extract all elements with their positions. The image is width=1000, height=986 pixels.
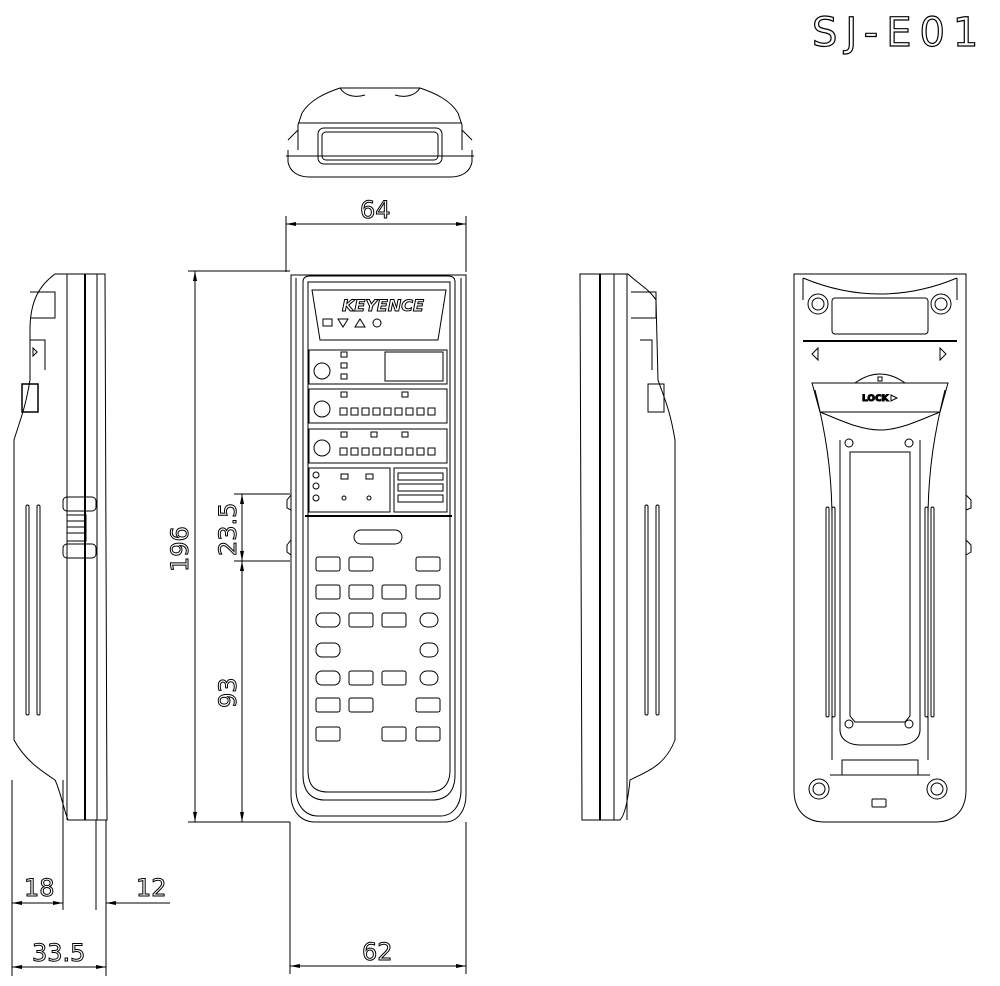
- svg-text:62: 62: [362, 938, 393, 966]
- model-title: SJ-E01: [812, 10, 986, 56]
- panel-4: [308, 467, 391, 513]
- svg-text:12: 12: [136, 874, 167, 902]
- key-oval: [353, 529, 403, 545]
- dimension-width-top: 64: [285, 196, 467, 272]
- left-side-view: [13, 273, 108, 821]
- panel-2: [308, 388, 448, 424]
- svg-text:23.5: 23.5: [214, 503, 242, 556]
- indicator-triangle-up-icon: [354, 318, 366, 328]
- panel-3: [308, 428, 448, 464]
- arrow-right-icon: [32, 346, 38, 358]
- svg-text:93: 93: [214, 677, 242, 708]
- dimension-depth: 18 12 33.5: [11, 780, 170, 976]
- keypad: [315, 556, 441, 742]
- lock-label: LOCK: [862, 394, 890, 404]
- svg-text:18: 18: [24, 874, 55, 902]
- svg-text:196: 196: [166, 526, 194, 572]
- top-view: [286, 87, 474, 178]
- dimension-height: 196 23.5 93: [166, 270, 290, 823]
- rear-view: LOCK: [793, 273, 972, 823]
- front-view: KEYENCE: [286, 274, 467, 823]
- panel-1: [308, 349, 448, 385]
- right-side-view: [579, 273, 676, 821]
- arrow-right-icon: [939, 346, 947, 362]
- arrow-left-icon: [811, 346, 819, 362]
- keyence-logo: KEYENCE: [342, 296, 424, 315]
- indicator-triangle-down-icon: [337, 318, 349, 328]
- svg-text:64: 64: [360, 196, 391, 224]
- indicator-square-icon: [322, 318, 333, 327]
- lock-arrow-icon: [890, 394, 899, 402]
- dimension-width-bottom: 62: [289, 822, 467, 974]
- indicator-circle-icon: [372, 318, 382, 328]
- svg-text:33.5: 33.5: [32, 939, 85, 967]
